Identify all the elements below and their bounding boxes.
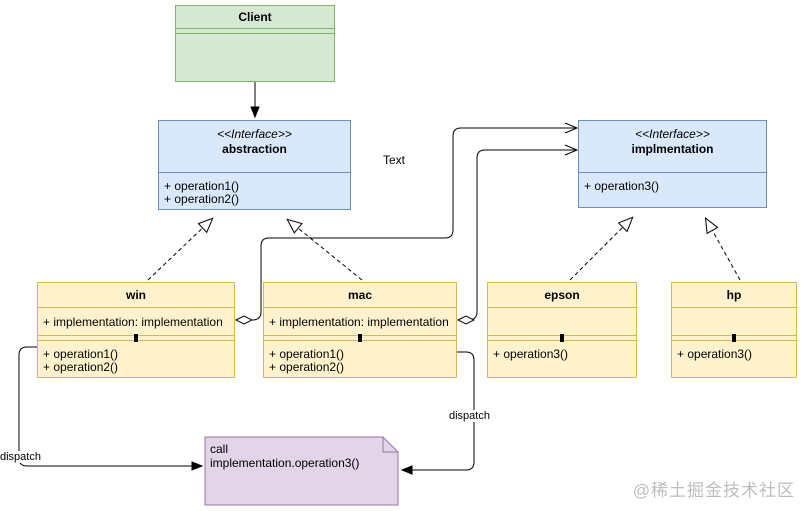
text-label: Text	[383, 153, 406, 167]
operation-item: + operation3()	[677, 347, 753, 361]
operations-compartment: + operation1() + operation2()	[38, 341, 234, 374]
stereotype-label: <<Interface>>	[635, 127, 710, 141]
class-abstraction: <<Interface>> abstraction + operation1()…	[158, 120, 351, 210]
class-title: epson	[544, 288, 580, 302]
compartment-divider	[38, 335, 234, 341]
class-hp: hp + operation3()	[671, 282, 797, 378]
operations-compartment: + operation3()	[672, 341, 796, 361]
note-shape	[204, 436, 399, 506]
operation-item: + operation1()	[269, 347, 345, 361]
class-title: hp	[726, 288, 742, 302]
attribute-item: + implementation: implementation	[43, 315, 223, 329]
edge-win-realizes-abstraction	[147, 219, 212, 281]
operations-compartment: + operation3()	[579, 172, 766, 193]
class-title: mac	[347, 288, 373, 302]
compartment-divider	[672, 335, 796, 341]
class-win: win + implementation: implementation + o…	[37, 282, 235, 378]
compartment-divider	[176, 28, 334, 34]
attributes-compartment: + implementation: implementation	[38, 307, 234, 335]
class-header: <<Interface>> abstraction	[159, 121, 350, 172]
class-title: implmentation	[631, 142, 714, 156]
edge-win-aggregates-implementation	[236, 128, 576, 320]
operation-item: + operation3()	[493, 347, 569, 361]
operation-item: + operation1()	[164, 179, 240, 193]
compartment-divider	[264, 335, 456, 341]
dispatch-label-right: dispatch	[449, 410, 490, 422]
attribute-item: + implementation: implementation	[269, 315, 449, 329]
edge-hp-realizes-implementation	[706, 219, 741, 281]
note-text: call implementation.operation3()	[210, 442, 360, 470]
edge-epson-realizes-implementation	[569, 218, 632, 281]
stereotype-label: <<Interface>>	[217, 127, 292, 141]
edge-mac-aggregates-implementation	[458, 150, 576, 320]
operation-item: + operation3()	[584, 179, 660, 193]
edge-win-dispatch-to-note	[18, 346, 201, 466]
class-title: abstraction	[222, 142, 287, 156]
class-implementation: <<Interface>> implmentation + operation3…	[578, 120, 767, 208]
class-title: win	[126, 288, 146, 302]
operations-compartment: + operation1() + operation2()	[264, 341, 456, 374]
operation-item: + operation2()	[269, 360, 345, 374]
operations-compartment: + operation3()	[488, 341, 636, 361]
class-epson: epson + operation3()	[487, 282, 637, 378]
class-client: Client	[175, 5, 335, 82]
operations-compartment: + operation1() + operation2()	[159, 172, 350, 206]
class-title: Client	[238, 10, 272, 24]
dispatch-label-left: dispatch	[0, 451, 41, 463]
operation-item: + operation2()	[43, 360, 119, 374]
attributes-compartment: + implementation: implementation	[264, 307, 456, 335]
operation-item: + operation2()	[164, 192, 240, 206]
class-mac: mac + implementation: implementation + o…	[263, 282, 457, 378]
class-header: <<Interface>> implmentation	[579, 121, 766, 172]
note-fold-icon	[382, 437, 398, 453]
watermark: @稀土掘金技术社区	[632, 481, 795, 500]
edge-mac-realizes-abstraction	[288, 220, 363, 281]
operation-item: + operation1()	[43, 347, 119, 361]
attributes-compartment	[488, 307, 636, 335]
attributes-compartment	[672, 307, 796, 335]
compartment-divider	[488, 335, 636, 341]
